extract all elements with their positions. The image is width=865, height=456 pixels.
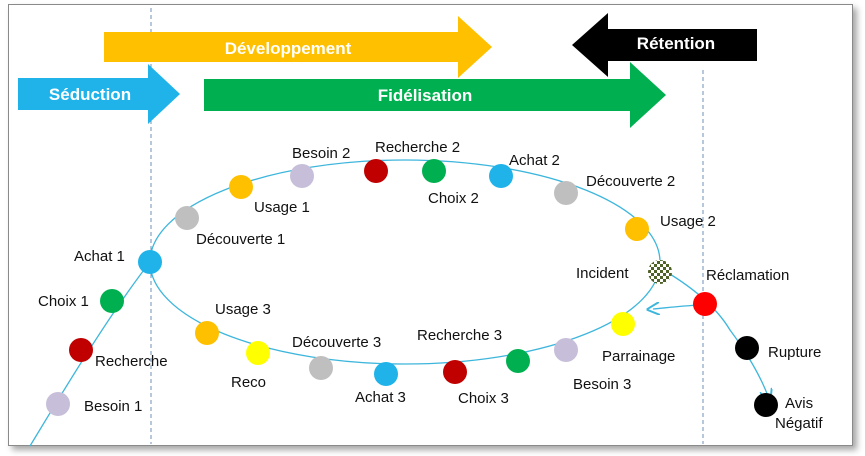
node-decouverte-1-label: Découverte 1 [196, 231, 285, 248]
node-choix-1-label: Choix 1 [38, 293, 89, 310]
node-besoin-1-dot [46, 392, 70, 416]
node-reclamation-dot [693, 292, 717, 316]
node-decouverte-3-dot [309, 356, 333, 380]
node-achat-1-dot [138, 250, 162, 274]
node-recherche-label: Recherche [95, 353, 168, 370]
node-incident-dot [648, 260, 672, 284]
node-besoin-3-label: Besoin 3 [573, 376, 631, 393]
node-usage-2-label: Usage 2 [660, 213, 716, 230]
node-reco-label: Reco [231, 374, 266, 391]
node-choix-1-dot [100, 289, 124, 313]
node-usage-1-label: Usage 1 [254, 199, 310, 216]
node-recherche-2-label: Recherche 2 [375, 139, 460, 156]
node-besoin-2-dot [290, 164, 314, 188]
arrow-retention: Rétention [572, 13, 757, 77]
node-incident-label: Incident [576, 265, 629, 282]
node-besoin-2-label: Besoin 2 [292, 145, 350, 162]
node-decouverte-2-dot [554, 181, 578, 205]
node-choix-3-label: Choix 3 [458, 390, 509, 407]
node-rupture-dot [735, 336, 759, 360]
node-usage-2-dot [625, 217, 649, 241]
node-avis-label: Avis [785, 395, 813, 412]
node-reco-dot [246, 341, 270, 365]
node-recherche-dot [69, 338, 93, 362]
node-usage-1-dot [229, 175, 253, 199]
node-decouverte-2-label: Découverte 2 [586, 173, 675, 190]
node-choix-2-label: Choix 2 [428, 190, 479, 207]
journey-loop [149, 159, 661, 365]
arrow-developpement: Développement [104, 16, 492, 78]
journey-nodes: Besoin 1 Recherche Choix 1 Achat 1 Découvert… [38, 139, 823, 432]
node-recherche-2-dot [364, 159, 388, 183]
arrow-retention-label: Rétention [637, 34, 715, 53]
node-usage-3-label: Usage 3 [215, 301, 271, 318]
node-choix-2-dot [422, 159, 446, 183]
node-achat-2-dot [489, 164, 513, 188]
node-recherche-3-dot [443, 360, 467, 384]
arrow-seduction: Séduction [18, 64, 180, 124]
node-decouverte-3-label: Découverte 3 [292, 334, 381, 351]
node-recherche-3-label: Recherche 3 [417, 327, 502, 344]
node-besoin-3-dot [554, 338, 578, 362]
node-choix-3-dot [506, 349, 530, 373]
node-achat-3-label: Achat 3 [355, 389, 406, 406]
node-avis-dot [754, 393, 778, 417]
node-achat-1-label: Achat 1 [74, 248, 125, 265]
node-rupture-label: Rupture [768, 344, 821, 361]
arrow-fidelisation-label: Fidélisation [378, 86, 472, 105]
node-achat-3-dot [374, 362, 398, 386]
arrow-developpement-label: Développement [225, 39, 352, 58]
node-avis-label-line2: Négatif [775, 415, 823, 432]
return-arrow [653, 305, 701, 309]
node-reclamation-label: Réclamation [706, 267, 789, 284]
journey-path-exit [657, 266, 768, 396]
node-besoin-1-label: Besoin 1 [84, 398, 142, 415]
arrow-seduction-label: Séduction [49, 85, 131, 104]
node-parrainage-label: Parrainage [602, 348, 675, 365]
node-decouverte-1-dot [175, 206, 199, 230]
node-achat-2-label: Achat 2 [509, 152, 560, 169]
node-usage-3-dot [195, 321, 219, 345]
node-parrainage-dot [611, 312, 635, 336]
arrow-fidelisation: Fidélisation [204, 62, 666, 128]
